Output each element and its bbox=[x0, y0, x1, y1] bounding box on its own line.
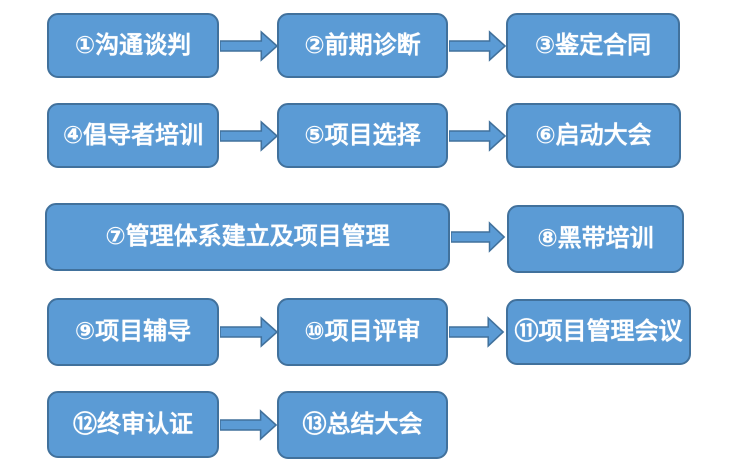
flow-step-7: ⑦管理体系建立及项目管理 bbox=[45, 203, 450, 271]
flow-step-1-label: ①沟通谈判 bbox=[74, 31, 192, 59]
flow-step-9-label: ⑨项目辅导 bbox=[74, 318, 192, 345]
flow-step-5: ⑤项目选择 bbox=[277, 103, 448, 168]
arrow-right-icon bbox=[220, 409, 278, 441]
flow-step-2: ②前期诊断 bbox=[277, 13, 448, 78]
flow-step-1: ①沟通谈判 bbox=[47, 13, 219, 78]
arrow-right-icon bbox=[451, 221, 506, 253]
flow-step-10-label: ⑩项目评审 bbox=[304, 318, 421, 345]
arrow-right-icon bbox=[220, 316, 279, 348]
arrow-right-icon bbox=[449, 30, 507, 62]
arrow-right-icon bbox=[220, 30, 279, 62]
arrow-right-icon bbox=[449, 316, 505, 348]
arrow-right-icon bbox=[220, 120, 279, 152]
flow-step-12-label: ⑫终审认证 bbox=[73, 410, 193, 438]
flow-step-6: ⑥启动大会 bbox=[506, 103, 681, 168]
flow-step-7-label: ⑦管理体系建立及项目管理 bbox=[105, 223, 390, 250]
flow-step-9: ⑨项目辅导 bbox=[47, 298, 219, 366]
flow-step-8-label: ⑧黑带培训 bbox=[537, 225, 654, 252]
flow-step-8: ⑧黑带培训 bbox=[507, 205, 684, 273]
flow-step-4: ④倡导者培训 bbox=[47, 103, 219, 168]
flow-step-12: ⑫终审认证 bbox=[47, 391, 219, 458]
flow-step-5-label: ⑤项目选择 bbox=[304, 121, 421, 149]
flow-step-3: ③鉴定合同 bbox=[506, 13, 680, 78]
flow-step-3-label: ③鉴定合同 bbox=[534, 31, 652, 59]
flow-step-4-label: ④倡导者培训 bbox=[62, 121, 204, 149]
flow-step-11: ⑪项目管理会议 bbox=[506, 299, 691, 365]
flow-step-10: ⑩项目评审 bbox=[277, 298, 448, 366]
arrow-right-icon bbox=[449, 120, 507, 152]
flow-step-6-label: ⑥启动大会 bbox=[535, 121, 652, 149]
flow-step-13: ⑬总结大会 bbox=[277, 391, 448, 459]
flow-step-13-label: ⑬总结大会 bbox=[302, 411, 423, 438]
flow-step-2-label: ②前期诊断 bbox=[304, 31, 421, 59]
flow-step-11-label: ⑪项目管理会议 bbox=[514, 318, 683, 345]
